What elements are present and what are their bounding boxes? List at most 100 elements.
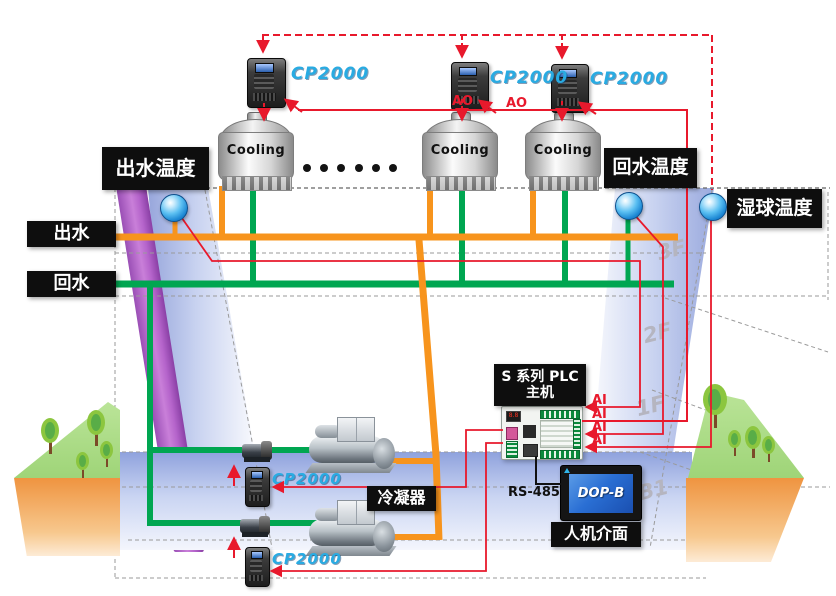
tower-label: Cooling [430, 143, 490, 158]
hmi-panel: DOP-B [560, 465, 642, 521]
tree [728, 430, 742, 456]
plc-7seg-display: 8.8 [506, 411, 521, 422]
plc-cpu-port [523, 425, 536, 438]
ao-label-2: AO [506, 96, 528, 111]
ai-label-1: AI [592, 393, 607, 408]
vfd-drive-2 [451, 62, 489, 111]
tree [744, 426, 762, 458]
outlet-temp-text: 出水温度 [115, 156, 196, 180]
right-soil [686, 478, 804, 562]
ao-label-1: AO [452, 94, 474, 109]
hmi-label-text: 人机介面 [563, 524, 628, 544]
plc-title-line2: 主机 [526, 385, 554, 401]
condenser-label: 冷凝器 [367, 486, 436, 511]
tower-base [426, 176, 496, 191]
cooling-tower-3: Cooling [525, 110, 601, 192]
return-temp-sensor [615, 192, 643, 220]
vfd-display [250, 471, 263, 480]
hmi-label: 人机介面 [551, 522, 641, 547]
wetbulb-temp-label: 湿球温度 [727, 189, 822, 228]
outlet-pipe-text: 出水 [53, 222, 90, 244]
vfd-keypad [254, 73, 274, 89]
vfd-display [459, 67, 478, 77]
vfd-pump-drive-1 [245, 467, 270, 507]
chiller-panel [337, 417, 375, 442]
cp2000-label-2: CP2000 [490, 68, 569, 88]
plc-connector [506, 427, 518, 440]
vfd-vent [457, 95, 480, 105]
chiller-end-cap [373, 438, 395, 469]
return-temp-label: 回水温度 [604, 148, 697, 188]
left-soil [14, 478, 120, 556]
plc-rj-port [523, 444, 538, 457]
tree [762, 436, 776, 462]
ellipsis-dot [337, 164, 345, 172]
tree [86, 410, 106, 446]
tree [702, 384, 728, 428]
plc-io-rows [540, 420, 574, 448]
hmi-logo-text: DOP-B [577, 486, 625, 501]
vfd-vent [249, 494, 264, 502]
outlet-pipe-label: 出水 [27, 221, 116, 247]
chiller-1 [305, 417, 397, 475]
return-pipe-text: 回水 [53, 272, 90, 294]
tower-base [529, 176, 599, 191]
pump-cap [259, 516, 270, 535]
ellipsis-dot [303, 164, 311, 172]
vfd-display [250, 551, 263, 560]
tower-label: Cooling [533, 143, 593, 158]
condenser-text: 冷凝器 [377, 488, 426, 508]
plc-terminal-right [573, 419, 581, 449]
plc-terminal-left [506, 441, 518, 458]
pump-cap [261, 441, 272, 460]
plc-unit: 8.8 [501, 406, 583, 460]
vfd-keypad [458, 77, 477, 93]
plc-title-line1: S 系列 PLC [501, 368, 579, 385]
return-temp-text: 回水温度 [612, 156, 689, 179]
vfd-keypad [558, 79, 577, 95]
cooling-tower-2: Cooling [422, 110, 498, 192]
vfd-keypad [249, 559, 262, 572]
vfd-keypad [249, 479, 262, 492]
ai-label-3: AI [592, 420, 607, 435]
vfd-drive-3 [551, 64, 589, 113]
hmi-screen: DOP-B [569, 474, 633, 513]
tower-base [222, 176, 292, 191]
wetbulb-temp-text: 湿球温度 [736, 196, 813, 219]
cp2000-label-1: CP2000 [291, 64, 370, 84]
ellipsis-dot [355, 164, 363, 172]
return-pipe-label: 回水 [27, 271, 116, 297]
vfd-display [559, 69, 578, 79]
wetbulb-temp-sensor [699, 193, 727, 221]
pump-base [242, 532, 268, 537]
cp2000-label-3: CP2000 [590, 69, 669, 89]
vfd-pump-drive-2 [245, 547, 270, 587]
delta-logo-icon [564, 468, 570, 473]
outlet-temp-sensor [160, 194, 188, 222]
cp2000-pump-label-1: CP2000 [272, 470, 342, 488]
ellipsis-dot [389, 164, 397, 172]
tree [100, 441, 114, 467]
tree [76, 452, 90, 478]
vfd-vent [253, 92, 277, 102]
cooling-tower-1: Cooling [218, 110, 294, 192]
outlet-temp-label: 出水温度 [102, 147, 209, 190]
ai-label-4: AI [592, 433, 607, 448]
condenser-pump-1 [242, 440, 272, 464]
tree [40, 418, 60, 454]
ellipsis-dot [372, 164, 380, 172]
ellipsis-dot [320, 164, 328, 172]
condenser-pump-2 [240, 515, 270, 539]
tower-label: Cooling [226, 143, 286, 158]
vfd-drive-1 [247, 58, 286, 108]
rs485-label: RS-485 [508, 485, 560, 500]
cp2000-pump-label-2: CP2000 [272, 550, 342, 568]
ai-label-2: AI [592, 407, 607, 422]
plc-title-label: S 系列 PLC 主机 [494, 364, 586, 406]
vfd-vent [557, 97, 580, 107]
plc-terminal-top [540, 410, 580, 419]
chiller-end-cap [373, 521, 395, 552]
pump-body [242, 444, 263, 458]
vfd-vent [249, 574, 264, 582]
